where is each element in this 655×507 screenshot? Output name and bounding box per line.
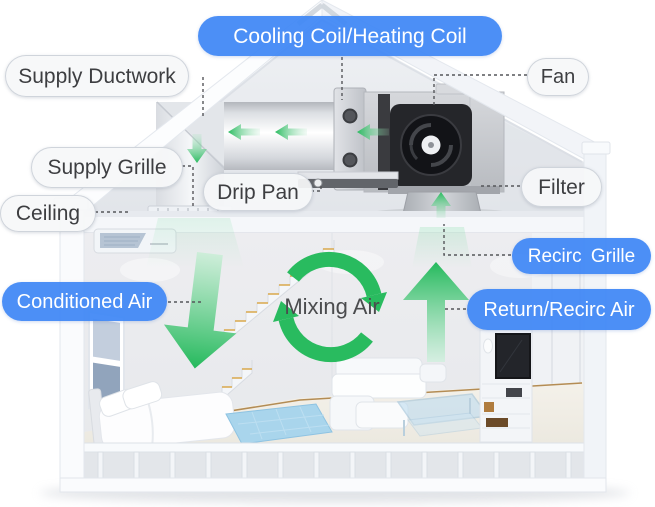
callout-recirc-grille: Recirc Grille [512,238,651,274]
callout-drip-pan: Drip Pan [203,173,313,211]
supply-duct [224,102,334,170]
connector-supply-grille [182,165,194,206]
living-room [146,218,533,443]
duct-airflow-arrow [228,124,260,140]
front-railing [83,442,585,479]
drip-pan-tray [297,171,399,188]
supply-air-haze [146,218,244,268]
mixing-air-icon [273,251,387,363]
sofa [329,357,447,431]
label-mixing-air: Mixing Air [284,294,380,319]
rug [225,403,333,445]
callout-return-recirc-air: Return/Recirc Air [467,289,651,330]
bed [88,381,236,450]
callout-ceiling: Ceiling [0,195,96,232]
callout-connectors [95,57,527,310]
airflow-arrows [163,124,469,369]
callout-fan: Fan [527,58,589,96]
elbow-down-arrow [187,134,207,163]
bedroom [88,310,333,450]
return-air-arrow [403,262,469,362]
connector-recirc-grille [443,224,511,256]
callout-cooling-coil: Cooling Coil/Heating Coil [198,16,502,56]
callout-supply-ductwork: Supply Ductwork [5,55,189,97]
callout-conditioned-air: Conditioned Air [2,282,167,321]
vase [483,338,493,354]
callout-filter: Filter [521,167,602,207]
tv-screen [495,333,531,379]
base-band [59,477,607,493]
callout-supply-grille: Supply Grille [31,147,183,188]
plenum-up-arrow [431,192,451,218]
connector-fan [433,74,527,108]
conditioned-air-arrow [163,251,237,369]
connector-drip-pan [311,186,322,192]
tv-cabinet [479,329,533,443]
return-air-haze [412,227,472,268]
wall-left [59,203,85,491]
